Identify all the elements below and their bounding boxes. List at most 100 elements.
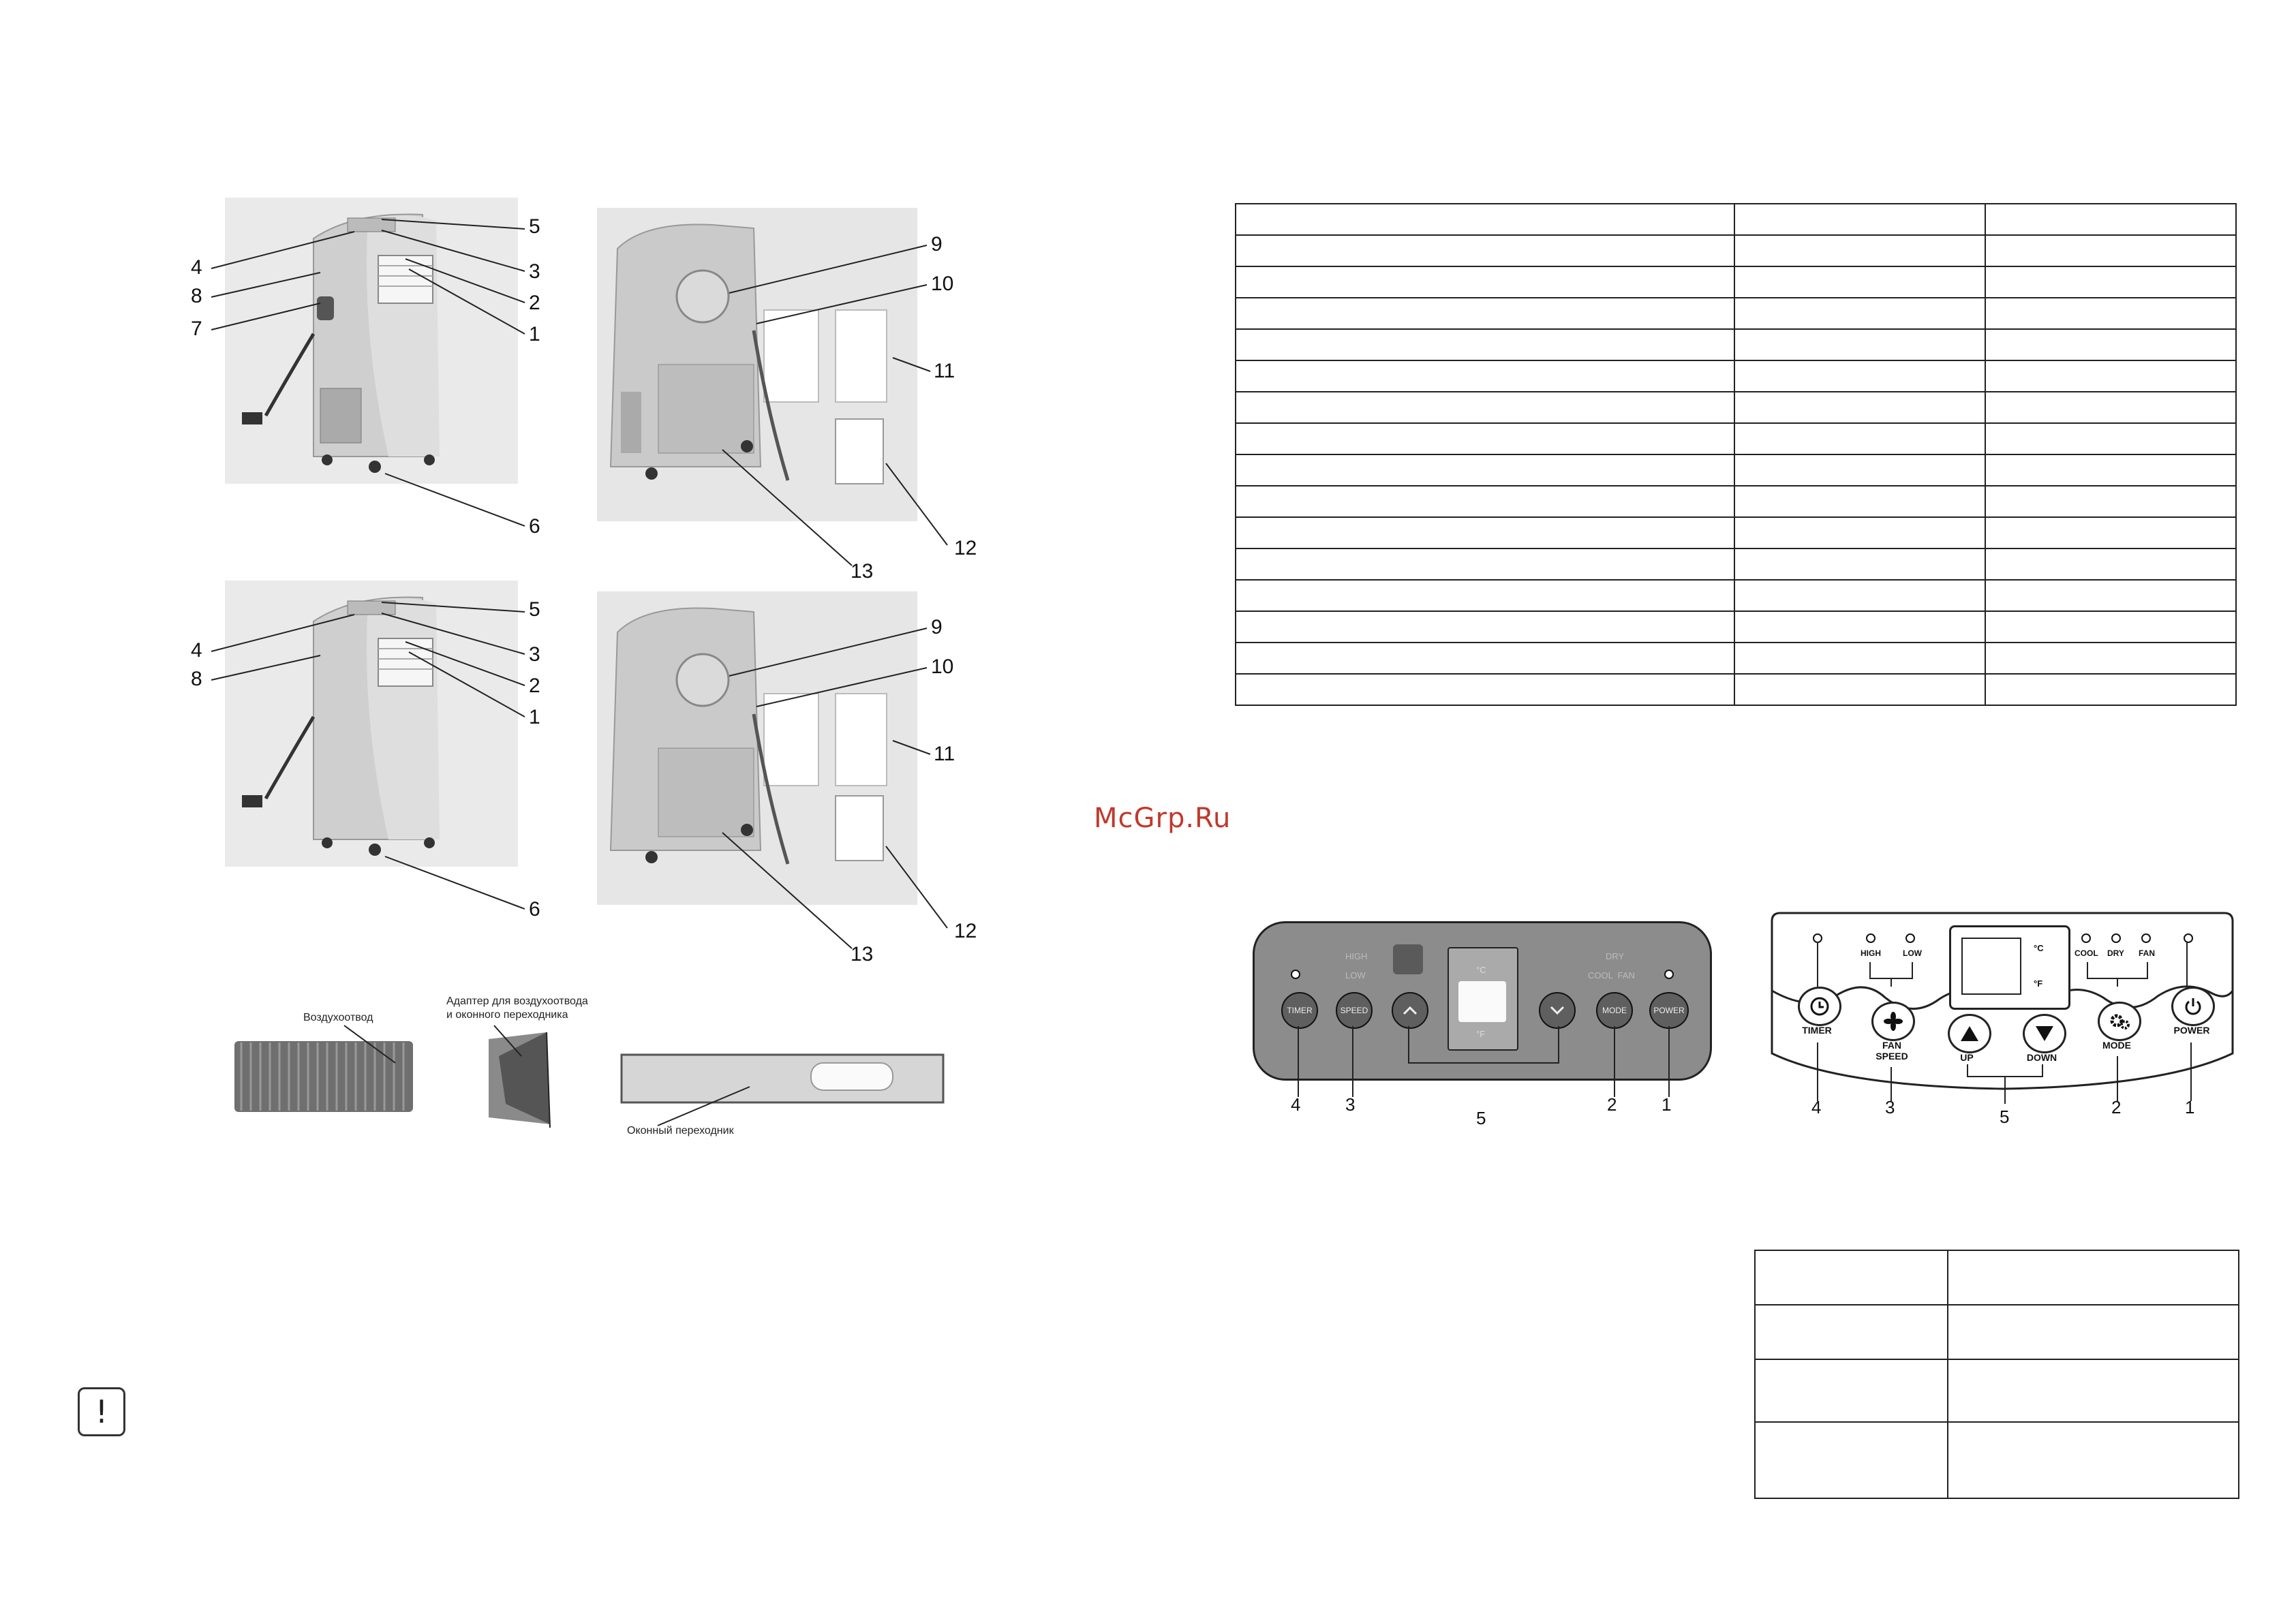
chevron-up-icon bbox=[1403, 1006, 1418, 1015]
panel1-leaders bbox=[1298, 1026, 1670, 1097]
down-button-2[interactable] bbox=[2023, 1014, 2066, 1053]
watermark: McGrp.Ru bbox=[1094, 803, 1231, 834]
table-cell bbox=[1235, 266, 1735, 298]
callout-11: 11 bbox=[934, 360, 955, 382]
fan-icon bbox=[1884, 1012, 1903, 1031]
fan-label-2: FAN bbox=[2139, 948, 2155, 958]
table-cell bbox=[1235, 579, 1735, 612]
clock-icon bbox=[1810, 997, 1829, 1016]
table-cell bbox=[1734, 297, 1986, 330]
cool-led bbox=[2081, 933, 2091, 943]
table-cell bbox=[1235, 391, 1735, 424]
low-label-2: LOW bbox=[1903, 948, 1922, 958]
display-screen bbox=[1458, 981, 1506, 1022]
table-row bbox=[1235, 673, 2237, 706]
power-label-2: POWER bbox=[2173, 1025, 2210, 1036]
table-cell bbox=[1984, 642, 2237, 675]
mode-button[interactable]: MODE bbox=[1596, 992, 1633, 1029]
callout-8: 8 bbox=[191, 668, 202, 690]
table-cell bbox=[1734, 203, 1986, 236]
table-cell bbox=[1984, 234, 2237, 267]
power-icon bbox=[2185, 998, 2201, 1015]
high-label: HIGH bbox=[1345, 951, 1368, 961]
callout-10: 10 bbox=[931, 655, 954, 678]
low-label: LOW bbox=[1345, 970, 1366, 980]
callout-8: 8 bbox=[191, 285, 202, 307]
up-button[interactable] bbox=[1392, 992, 1428, 1029]
panel2-num-4: 4 bbox=[1811, 1097, 1822, 1117]
hose-adapter-image bbox=[489, 1032, 551, 1128]
triangle-up-icon bbox=[1961, 1026, 1978, 1041]
hose-caption: Воздухоотвод bbox=[303, 1012, 373, 1023]
panel2-brackets-top bbox=[1817, 942, 2188, 987]
table-cell bbox=[1947, 1304, 2239, 1360]
table-cell bbox=[1984, 391, 2237, 424]
up-button-2[interactable] bbox=[1948, 1014, 1991, 1053]
fan-speed-button[interactable] bbox=[1871, 1002, 1915, 1041]
celsius-label-2: °C bbox=[2034, 943, 2044, 953]
table-row bbox=[1235, 203, 2237, 236]
adapter-caption-leader bbox=[493, 1025, 522, 1057]
table-cell bbox=[1754, 1304, 1949, 1360]
callout-4: 4 bbox=[191, 256, 202, 279]
table-cell bbox=[1984, 360, 2237, 392]
table-cell bbox=[1734, 485, 1986, 518]
speed-button[interactable]: SPEED bbox=[1336, 992, 1373, 1029]
table-cell bbox=[1947, 1359, 2239, 1423]
down-label-2: DOWN bbox=[2026, 1052, 2057, 1063]
power-button-2[interactable] bbox=[2171, 987, 2215, 1026]
table-cell bbox=[1734, 610, 1986, 643]
panel2-num-1: 1 bbox=[2185, 1097, 2195, 1117]
hose-caption-leader bbox=[343, 1025, 396, 1064]
table-cell bbox=[1235, 454, 1735, 486]
power-button[interactable]: POWER bbox=[1649, 992, 1689, 1029]
low-led bbox=[1905, 933, 1915, 943]
down-button[interactable] bbox=[1539, 992, 1576, 1029]
table-cell bbox=[1235, 516, 1735, 549]
dry-label: DRY bbox=[1606, 951, 1625, 961]
cool-fan-label: COOL FAN bbox=[1588, 970, 1635, 980]
window-kit-leader bbox=[657, 1086, 750, 1126]
table-cell bbox=[1235, 360, 1735, 392]
table-cell bbox=[1734, 516, 1986, 549]
table-cell bbox=[1984, 579, 2237, 612]
fan-speed-label-1: FAN bbox=[1882, 1040, 1901, 1051]
panel1-num-3: 3 bbox=[1345, 1094, 1356, 1115]
table-cell bbox=[1235, 673, 1735, 706]
table-cell bbox=[1947, 1421, 2239, 1499]
table-row bbox=[1235, 328, 2237, 361]
window-kit-caption: Оконный переходник bbox=[627, 1125, 734, 1137]
chevron-down-icon bbox=[1550, 1006, 1565, 1015]
table-cell bbox=[1984, 297, 2237, 330]
callout-11: 11 bbox=[934, 743, 955, 765]
table-row bbox=[1235, 454, 2237, 486]
table-cell bbox=[1235, 548, 1735, 581]
callout-6: 6 bbox=[529, 515, 540, 538]
table-row bbox=[1235, 516, 2237, 549]
table-cell bbox=[1235, 485, 1735, 518]
table-row bbox=[1235, 266, 2237, 298]
table-cell bbox=[1984, 454, 2237, 486]
up-label-2: UP bbox=[1960, 1052, 1974, 1063]
fan-led bbox=[2141, 933, 2151, 943]
callout-13: 13 bbox=[851, 560, 874, 583]
table-row bbox=[1235, 579, 2237, 612]
timer-button-2[interactable] bbox=[1798, 987, 1841, 1026]
mode-button-2[interactable] bbox=[2098, 1002, 2141, 1041]
dry-led bbox=[2111, 933, 2121, 943]
table-cell bbox=[1734, 548, 1986, 581]
panel1-num-5: 5 bbox=[1476, 1108, 1486, 1128]
timer-button[interactable]: TIMER bbox=[1281, 992, 1318, 1029]
callout-10: 10 bbox=[931, 273, 954, 295]
panel2-leaders bbox=[1817, 1042, 2192, 1104]
callout-4: 4 bbox=[191, 639, 202, 662]
table-row bbox=[1235, 391, 2237, 424]
panel2-num-5: 5 bbox=[2000, 1107, 2010, 1127]
table-cell bbox=[1235, 642, 1735, 675]
table-cell bbox=[1235, 297, 1735, 330]
table-cell bbox=[1984, 203, 2237, 236]
table-cell bbox=[1734, 360, 1986, 392]
table-row bbox=[1235, 485, 2237, 518]
callout-5: 5 bbox=[529, 215, 540, 238]
callout-9: 9 bbox=[931, 233, 943, 256]
